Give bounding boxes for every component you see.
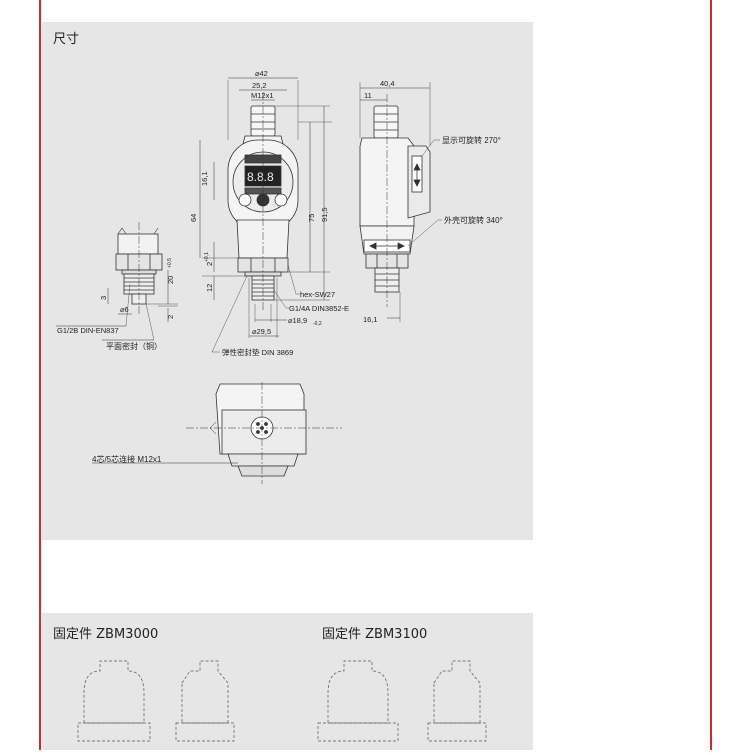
display-rotate-label: 显示可旋转 270° <box>442 135 501 145</box>
housing-rotate-label: 外壳可旋转 340° <box>444 215 503 225</box>
dim-hex: hex-SW27 <box>300 290 335 299</box>
dim-body-width: 25,2 <box>252 81 267 90</box>
left-red-rule <box>39 0 41 750</box>
fixture-zbm3000-title: 固定件 ZBM3000 <box>53 627 159 642</box>
svg-text:8.8.8: 8.8.8 <box>247 170 274 184</box>
dim-11: 11 <box>364 91 372 100</box>
dim-d6: ⌀6 <box>120 305 129 314</box>
dim-overall-height: 91,5 <box>320 207 329 222</box>
dim-12: 12 <box>205 284 214 292</box>
dimensions-title: 尺寸 <box>53 32 80 47</box>
detail-view: 3 ⌀6 20 +0,5 2 G1/2B DIN-EN837 平面密封（铜） <box>56 222 178 351</box>
dim-3: 3 <box>99 296 108 300</box>
dimension-drawing: 8.8.8 ⌀42 25,2 <box>56 69 503 484</box>
dim-tolerance-small: +0,1 <box>204 252 210 262</box>
dim-20: 20 <box>166 276 175 284</box>
dim-161-bottom: 16,1 <box>363 315 378 324</box>
dimensions-panel: 尺寸 8.8.8 <box>42 22 533 540</box>
dim-d189: ⌀18,9 <box>288 316 307 325</box>
dim-2b: 2 <box>166 315 175 319</box>
fixture-zbm3100-front <box>317 660 399 742</box>
dim-depth: 40,4 <box>380 79 395 88</box>
dim-outer-diameter: ⌀42 <box>255 69 268 78</box>
fixtures-panel: 固定件 ZBM3000 固定件 ZBM3100 <box>42 613 533 750</box>
dim-thread-g14: G1/4A DIN3852-E <box>289 304 349 313</box>
fixture-zbm3100-title: 固定件 ZBM3100 <box>322 627 428 642</box>
side-view: 40,4 11 16,1 显示可旋转 270° 外壳可旋转 340° <box>359 79 503 324</box>
dim-display-height: 16,1 <box>200 171 209 186</box>
fixture-zbm3000-side <box>175 660 235 742</box>
dim-20-tol: +0,5 <box>167 258 173 268</box>
dim-connector-thread: M12x1 <box>251 91 274 100</box>
fixture-zbm3000-front <box>77 660 151 742</box>
dim-2: 2 <box>205 262 214 266</box>
front-seal-label: 弹性密封垫 DIN 3869 <box>222 347 293 357</box>
detail-thread-label: G1/2B DIN-EN837 <box>57 326 119 335</box>
dim-d189-tol: -0,2 <box>313 321 322 327</box>
dim-height-to-nut: 64 <box>189 214 198 222</box>
fixtures-drawing <box>77 660 487 742</box>
front-view: 8.8.8 ⌀42 25,2 <box>189 69 349 357</box>
top-view: 4芯/5芯连接 M12x1 <box>92 382 342 484</box>
fixture-zbm3100-side <box>427 660 487 742</box>
top-connector-label: 4芯/5芯连接 M12x1 <box>92 454 162 464</box>
right-red-rule <box>710 0 712 750</box>
dim-total-height: 75 <box>307 214 316 222</box>
detail-seal-label: 平面密封（铜） <box>106 341 162 351</box>
dim-d295: ⌀29,5 <box>252 327 271 336</box>
